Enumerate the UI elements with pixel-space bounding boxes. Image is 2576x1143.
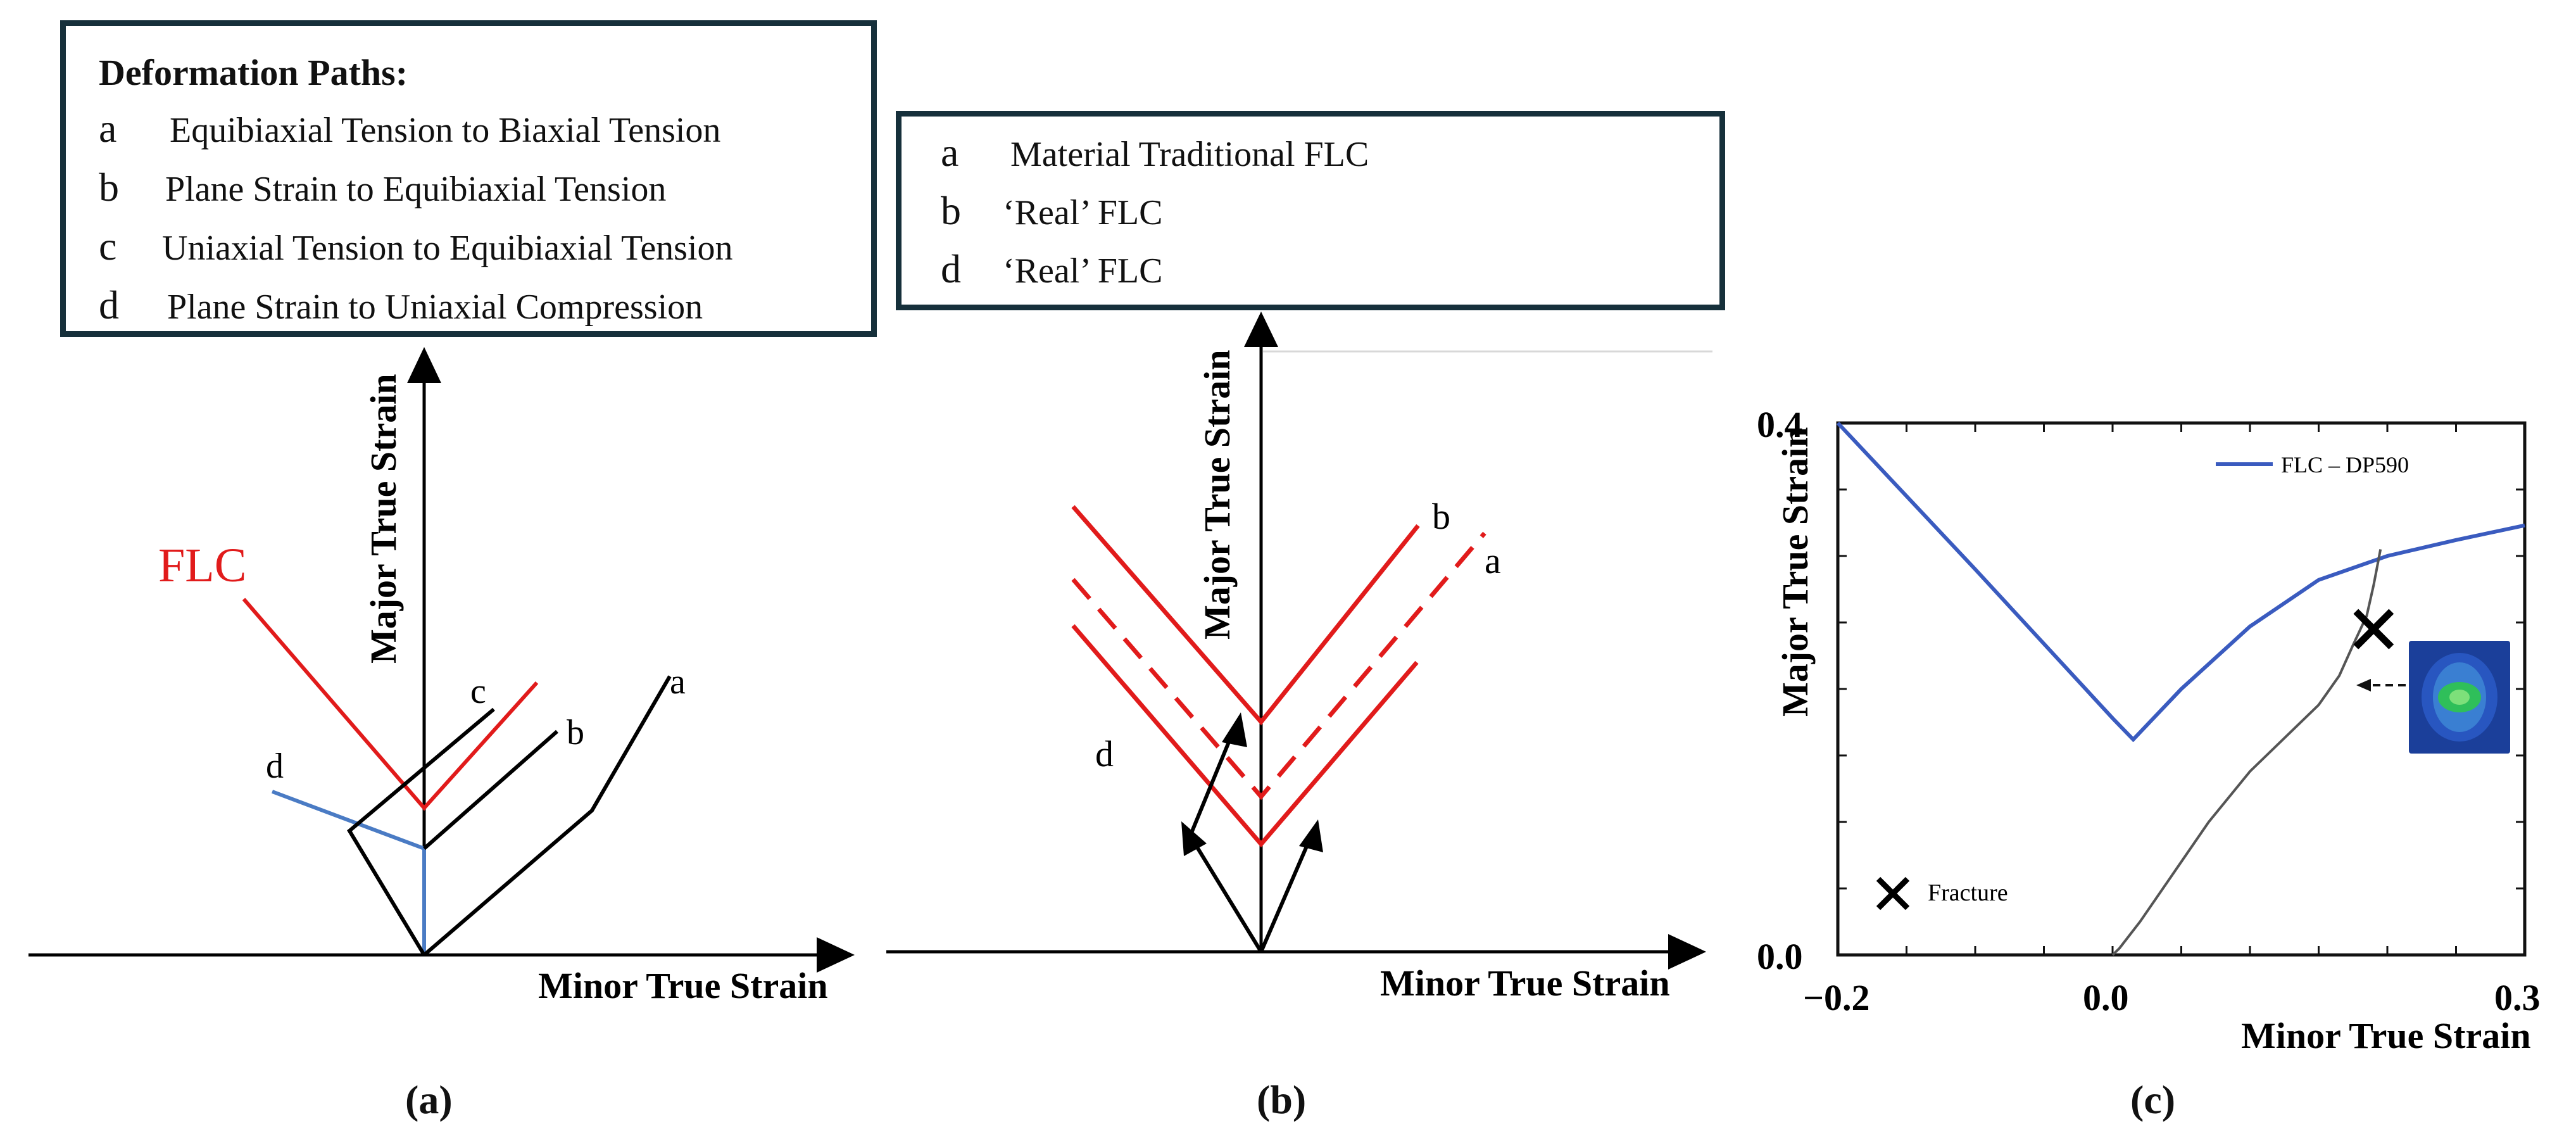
- path-label-b: b: [567, 713, 584, 752]
- legend-letter: a: [941, 130, 959, 175]
- legend-item-c: c Uniaxial Tension to Equibiaxial Tensio…: [99, 223, 733, 270]
- arrowhead-icon: [1222, 712, 1247, 747]
- legend-letter: b: [99, 165, 119, 210]
- legend-letter: a: [99, 106, 117, 151]
- curve-label-a: a: [1485, 540, 1501, 581]
- y-axis-label: Major True Strain: [1197, 350, 1238, 640]
- legend-item-a: a Material Traditional FLC: [941, 129, 1369, 176]
- x-axis-arrowhead-icon: [1668, 934, 1706, 969]
- fracture-inset-image: [2409, 641, 2510, 754]
- legend-text: Uniaxial Tension to Equibiaxial Tension: [162, 229, 733, 268]
- fracture-x-stroke: [2353, 609, 2394, 650]
- x-tick-label: 0.0: [2083, 977, 2129, 1018]
- inset-pointer-arrowhead-icon: [2356, 679, 2371, 691]
- x-axis-label: Minor True Strain: [1380, 963, 1670, 1004]
- tick-marks: [1837, 422, 2526, 956]
- x-axis-label: Minor True Strain: [538, 965, 828, 1006]
- path-label-c: c: [470, 672, 486, 711]
- x-axis-arrowhead-icon: [817, 937, 855, 973]
- legend-letter: b: [941, 188, 961, 233]
- legend-text: Material Traditional FLC: [1010, 135, 1369, 174]
- deformation-paths-legend: Deformation Paths: a Equibiaxial Tension…: [60, 20, 877, 337]
- y-tick-label: 0.0: [1757, 936, 1803, 977]
- strain-path-line: [2111, 549, 2382, 956]
- path-c: [347, 707, 495, 956]
- legend-text: Plane Strain to Equibiaxial Tension: [165, 170, 667, 209]
- flc-curve-a: [1071, 531, 1486, 800]
- fracture-legend-marker-icon: [1876, 876, 1910, 911]
- series-group: [1836, 421, 2525, 956]
- caption-b: (b): [1257, 1077, 1307, 1122]
- path-label-d: d: [266, 747, 284, 786]
- legend-letter: c: [99, 224, 117, 268]
- y-axis-label: Major True Strain: [1775, 427, 1816, 717]
- caption-c: (c): [2130, 1077, 2176, 1122]
- flc-curve-d: [1071, 624, 1419, 848]
- legend-title: Deformation Paths:: [99, 52, 408, 93]
- legend-label: FLC – DP590: [2281, 452, 2409, 477]
- flc-dp590-line: [1836, 421, 2525, 743]
- curve-label-d: d: [1095, 733, 1114, 774]
- legend-item-d: d Plane Strain to Uniaxial Compression: [99, 282, 703, 329]
- y-axis-arrowhead-icon: [1244, 312, 1278, 347]
- legend-item-b: b Plane Strain to Equibiaxial Tension: [99, 164, 666, 211]
- legend-item-d: d ‘Real’ FLC: [941, 246, 1162, 293]
- legend-item-a: a Equibiaxial Tension to Biaxial Tension: [99, 105, 720, 152]
- strain-path-3: [1259, 833, 1314, 953]
- arrowhead-icon: [1299, 819, 1323, 852]
- flc-curve-b: [1071, 505, 1420, 726]
- legend-text: ‘Real’ FLC: [1003, 251, 1163, 291]
- strain-path-1: [1188, 835, 1263, 953]
- flc-curve: [242, 598, 539, 811]
- legend-letter: d: [99, 282, 119, 327]
- legend-item-b: b ‘Real’ FLC: [941, 187, 1162, 234]
- fracture-legend-label: Fracture: [1928, 880, 2008, 906]
- strain-path-2: [1188, 727, 1236, 837]
- x-tick-label: 0.3: [2494, 977, 2541, 1018]
- arrowhead-icon: [1181, 821, 1207, 856]
- y-tick-label: 0.4: [1757, 404, 1803, 445]
- path-a: [423, 675, 672, 957]
- flc-label: FLC: [158, 539, 246, 592]
- legend-text: ‘Real’ FLC: [1003, 193, 1163, 232]
- curve-label-b: b: [1432, 496, 1450, 537]
- legend-text: Plane Strain to Uniaxial Compression: [167, 287, 703, 327]
- path-b: [423, 729, 558, 850]
- legend-text: Equibiaxial Tension to Biaxial Tension: [170, 111, 721, 150]
- x-axis-label: Minor True Strain: [2241, 1015, 2531, 1056]
- flc-legend: a Material Traditional FLC b ‘Real’ FLC …: [896, 111, 1725, 310]
- y-axis-arrowhead-icon: [407, 347, 441, 383]
- legend-letter: d: [941, 246, 961, 291]
- fracture-point-marker-icon: [2353, 609, 2394, 650]
- path-label-a: a: [670, 662, 686, 702]
- x-tick-label: −0.2: [1803, 977, 1870, 1018]
- y-axis-label: Major True Strain: [363, 374, 404, 664]
- caption-a: (a): [405, 1077, 453, 1122]
